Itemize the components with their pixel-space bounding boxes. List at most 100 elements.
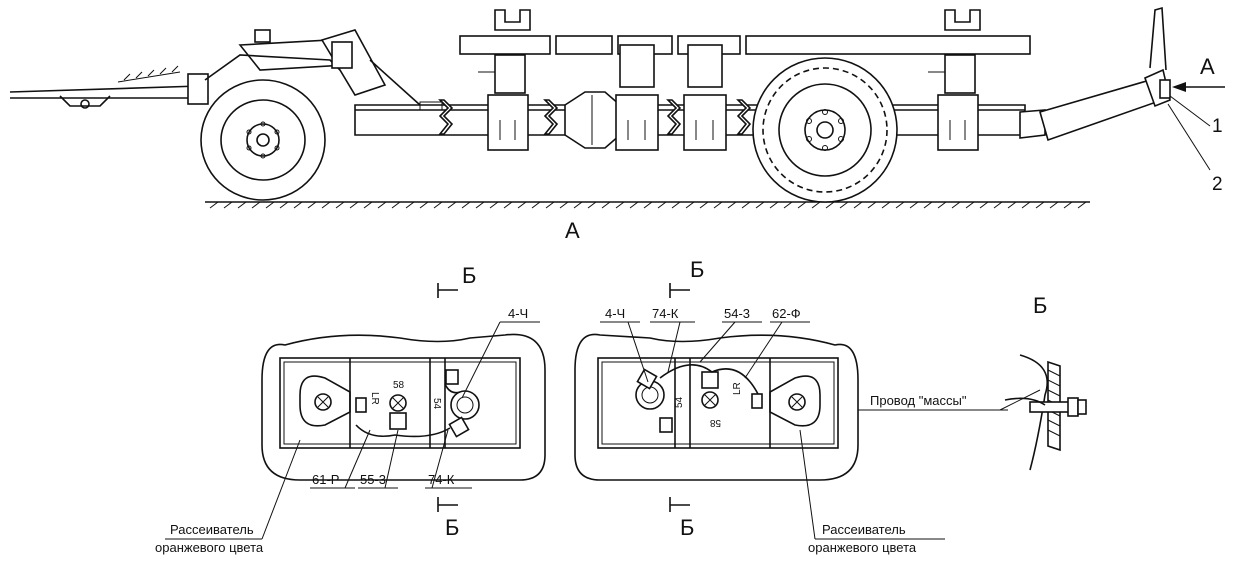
section-b-top-right: Б xyxy=(690,257,704,282)
left-wire-61r: 61-Р xyxy=(312,472,339,487)
ground-hatch-mark xyxy=(993,201,1003,209)
section-markers: Б Б Б Б xyxy=(437,257,704,540)
callouts: 1 2 xyxy=(1167,95,1223,195)
ground-hatch-mark xyxy=(335,201,345,209)
ground-hatch-mark xyxy=(909,201,919,209)
ground-hatch-mark xyxy=(951,201,961,209)
ground-hatch-mark xyxy=(769,201,779,209)
front-wheel xyxy=(200,79,326,201)
ground-hatch-mark xyxy=(209,201,219,209)
support-units xyxy=(478,44,979,151)
ground-hatch-mark xyxy=(923,201,933,209)
right-wire-543: 54-3 xyxy=(724,306,750,321)
ground-hatch-mark xyxy=(391,201,401,209)
ground-hatch-mark xyxy=(503,201,513,209)
view-a-arrow-label: А xyxy=(1200,54,1215,79)
ground-hatch-mark xyxy=(881,201,891,209)
ground-hatch-mark xyxy=(685,201,695,209)
right-terminal-lr: LR xyxy=(732,382,743,395)
ground-hatch-mark xyxy=(741,201,751,209)
ground-hatch-mark xyxy=(671,201,681,209)
right-wire-62f: 62-Ф xyxy=(772,306,801,321)
ground-hatch-mark xyxy=(657,201,667,209)
view-a-arrow: А xyxy=(1172,54,1225,92)
ground-hatch-mark xyxy=(615,201,625,209)
ground-hatch-mark xyxy=(475,201,485,209)
ground-hatch-mark xyxy=(979,201,989,209)
ground-hatch-mark xyxy=(251,201,261,209)
ground-hatch-mark xyxy=(601,201,611,209)
view-a-title: А xyxy=(565,218,580,243)
ground-hatch-mark xyxy=(867,201,877,209)
ground-hatch-mark xyxy=(713,201,723,209)
ground-hatch-mark xyxy=(755,201,765,209)
left-terminal-lr: LR xyxy=(369,392,380,405)
ground-hatch-mark xyxy=(853,201,863,209)
ground-hatch-mark xyxy=(965,201,975,209)
ground-hatch-mark xyxy=(433,201,443,209)
ground-hatch-mark xyxy=(293,201,303,209)
callout-1: 1 xyxy=(1212,116,1223,137)
ground-hatch-mark xyxy=(629,201,639,209)
ground-hatch-mark xyxy=(1007,201,1017,209)
ground-hatch-mark xyxy=(643,201,653,209)
section-b-bottom-right: Б xyxy=(680,515,694,540)
ground-hatch-mark xyxy=(1077,201,1087,209)
ground-hatch-mark xyxy=(405,201,415,209)
left-wire-4ch: 4-Ч xyxy=(508,306,528,321)
rear-wheel xyxy=(752,57,898,203)
ground-hatch-mark xyxy=(489,201,499,209)
ground-hatch-mark xyxy=(587,201,597,209)
section-b-top-left: Б xyxy=(462,263,476,288)
ground-wire-detail: Б Провод "массы" xyxy=(858,293,1087,471)
ground-hatch-mark xyxy=(1063,201,1073,209)
view-b-title: Б xyxy=(1033,293,1047,318)
ground-hatch-mark xyxy=(223,201,233,209)
right-wire-74k: 74-К xyxy=(652,306,679,321)
left-wire-74k: 74-К xyxy=(428,472,455,487)
ground-hatch-mark xyxy=(517,201,527,209)
ground-hatch-mark xyxy=(447,201,457,209)
rear-lamp-bracket xyxy=(1019,6,1171,142)
callout-2: 2 xyxy=(1212,174,1223,195)
ground-hatch-mark xyxy=(265,201,275,209)
section-b-bottom-left: Б xyxy=(445,515,459,540)
ground-hatch-mark xyxy=(811,201,821,209)
right-wire-4ch: 4-Ч xyxy=(605,306,625,321)
ground-hatch-mark xyxy=(461,201,471,209)
ground-hatch-mark xyxy=(279,201,289,209)
ground-wire-label: Провод "массы" xyxy=(870,393,967,408)
trailer-side-view: А 1 2 xyxy=(9,6,1225,209)
left-lamp: 58 LR 54 4-Ч 61-Р 55-3 74-К Рассеиватель… xyxy=(155,306,546,555)
ground-hatch-mark xyxy=(783,201,793,209)
right-diffuser-line1: Рассеиватель xyxy=(822,522,906,537)
top-platform xyxy=(459,9,1031,55)
right-terminal-58: 58 xyxy=(709,417,721,428)
ground-hatch-mark xyxy=(545,201,555,209)
ground-hatch-mark xyxy=(349,201,359,209)
ground-hatch-mark xyxy=(559,201,569,209)
ground-line xyxy=(205,201,1090,209)
left-terminal-58: 58 xyxy=(393,380,405,391)
ground-hatch-mark xyxy=(321,201,331,209)
front-turntable xyxy=(204,29,421,106)
ground-hatch-mark xyxy=(419,201,429,209)
ground-hatch-mark xyxy=(1035,201,1045,209)
right-diffuser-line2: оранжевого цвета xyxy=(808,540,917,555)
left-terminal-54: 54 xyxy=(431,398,442,410)
left-wire-553: 55-3 xyxy=(360,472,386,487)
left-diffuser-line1: Рассеиватель xyxy=(170,522,254,537)
ground-hatch-mark xyxy=(1021,201,1031,209)
ground-hatch-mark xyxy=(895,201,905,209)
right-terminal-54: 54 xyxy=(674,396,685,408)
ground-hatch-mark xyxy=(363,201,373,209)
ground-hatch-mark xyxy=(531,201,541,209)
ground-hatch-mark xyxy=(839,201,849,209)
ground-hatch-mark xyxy=(237,201,247,209)
ground-hatch-mark xyxy=(377,201,387,209)
ground-hatch-mark xyxy=(937,201,947,209)
ground-hatch-mark xyxy=(727,201,737,209)
ground-hatch-mark xyxy=(797,201,807,209)
